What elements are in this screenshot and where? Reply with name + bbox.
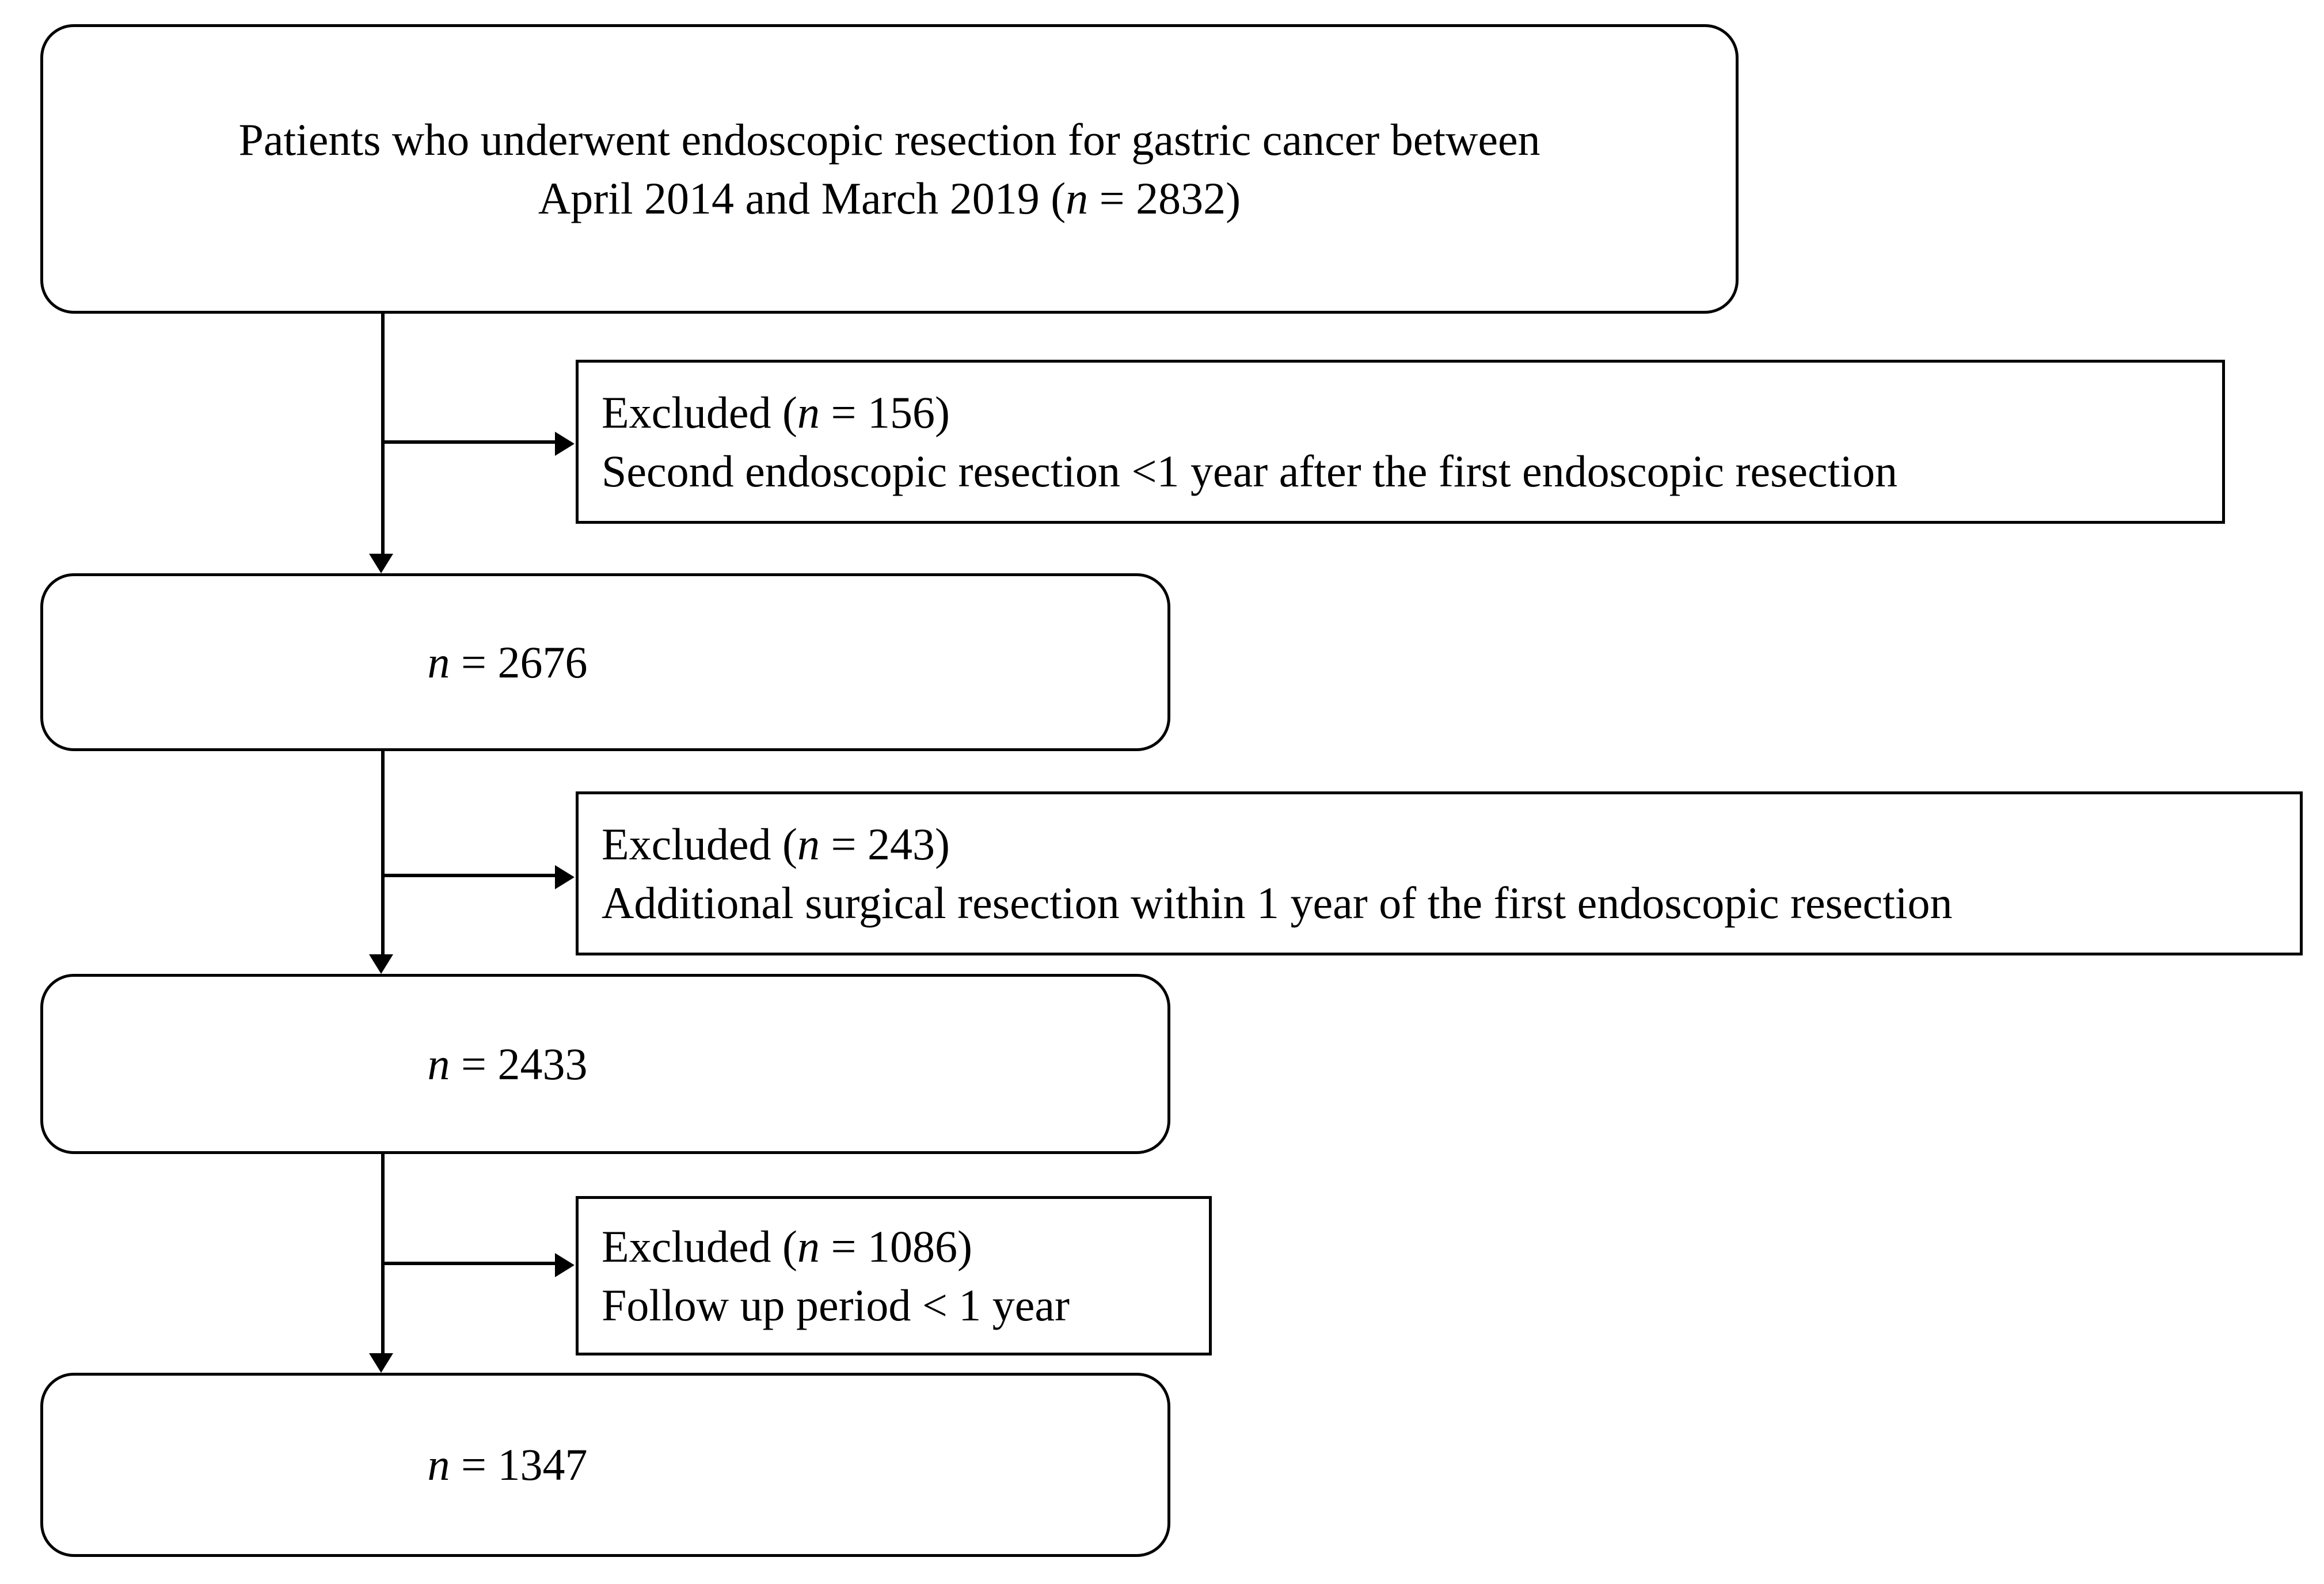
cohort-initial-line2-prefix: April 2014 and March 2019 (: [538, 173, 1066, 223]
italic-n: n: [1066, 173, 1089, 223]
arrowhead-down-2: [369, 954, 393, 974]
excluded-3-suffix: = 1086): [820, 1221, 972, 1272]
connector-branch-1: [381, 440, 557, 444]
arrowhead-down-3: [369, 1353, 393, 1373]
italic-n: n: [427, 1038, 450, 1089]
connector-spine-2: [381, 751, 385, 961]
connector-branch-2: [381, 874, 557, 877]
cohort-2676-value: = 2676: [450, 637, 588, 687]
cohort-final-value: = 1347: [450, 1440, 588, 1490]
cohort-initial-line-1: Patients who underwent endoscopic resect…: [238, 115, 1541, 165]
connector-spine-1: [381, 314, 385, 560]
excluded-1-suffix: = 156): [820, 387, 950, 438]
cohort-2433-value: = 2433: [450, 1038, 588, 1089]
cohort-initial-line2-suffix: = 2832): [1088, 173, 1241, 223]
node-excluded-2: Excluded (n = 243) Additional surgical r…: [576, 791, 2303, 955]
cohort-2676-line: n = 2676: [428, 633, 588, 691]
excluded-1-line-1: Excluded (n = 156): [602, 383, 2222, 441]
italic-n: n: [427, 1440, 450, 1490]
excluded-2-line-2: Additional surgical resection within 1 y…: [602, 877, 1953, 928]
node-cohort-initial: Patients who underwent endoscopic resect…: [40, 24, 1739, 314]
excluded-3-line-2: Follow up period < 1 year: [602, 1280, 1070, 1330]
arrowhead-right-1: [555, 432, 575, 456]
node-excluded-3: Excluded (n = 1086) Follow up period < 1…: [576, 1196, 1212, 1355]
italic-n: n: [797, 819, 820, 870]
arrowhead-down-1: [369, 554, 393, 573]
node-cohort-final: n = 1347: [40, 1373, 1170, 1557]
arrowhead-right-2: [555, 865, 575, 889]
node-excluded-1: Excluded (n = 156) Second endoscopic res…: [576, 360, 2225, 524]
excluded-2-prefix: Excluded (: [602, 819, 798, 870]
italic-n: n: [797, 1221, 820, 1272]
excluded-2-suffix: = 243): [820, 819, 950, 870]
connector-spine-3: [381, 1154, 385, 1360]
excluded-2-line-1: Excluded (n = 243): [602, 815, 2300, 873]
cohort-initial-line-2: April 2014 and March 2019 (n = 2832): [43, 169, 1736, 227]
excluded-3-line-1: Excluded (n = 1086): [602, 1217, 1209, 1275]
italic-n: n: [797, 387, 820, 438]
excluded-1-line-2: Second endoscopic resection <1 year afte…: [602, 446, 1897, 496]
excluded-3-prefix: Excluded (: [602, 1221, 798, 1272]
connector-branch-3: [381, 1262, 557, 1265]
italic-n: n: [427, 637, 450, 687]
arrowhead-right-3: [555, 1253, 575, 1277]
excluded-1-prefix: Excluded (: [602, 387, 798, 438]
cohort-2433-line: n = 2433: [428, 1035, 588, 1093]
node-cohort-2676: n = 2676: [40, 573, 1170, 751]
node-cohort-2433: n = 2433: [40, 974, 1170, 1154]
cohort-final-line: n = 1347: [428, 1436, 588, 1494]
